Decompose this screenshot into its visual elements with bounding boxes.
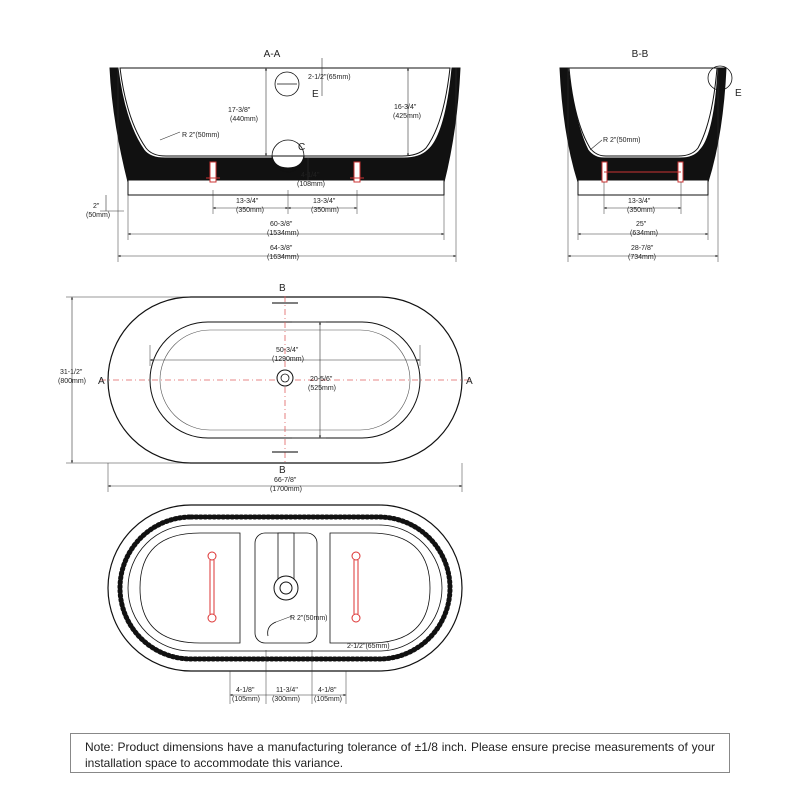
section-b-top-label: B (279, 283, 286, 294)
top-view: B B A A 50-3/4" (1290mm) 20-5/6" (525mm)… (58, 283, 473, 493)
dim-drain-height-mm: (108mm) (297, 181, 325, 188)
detail-e-label-b-b: E (735, 88, 742, 99)
section-b-b-title: B-B (632, 49, 649, 60)
dim-legs-b-b-in: 13-3/4" (628, 198, 651, 205)
dim-inner-width-mm: (525mm) (308, 385, 336, 392)
dim-base-b-b-in: 25" (636, 221, 647, 228)
leg-right-bottom (351, 551, 361, 623)
detail-c-label: C (298, 142, 305, 153)
beaded-rim (117, 514, 453, 662)
drain-bowl-a-a (271, 155, 305, 169)
dim-length-top-in: 66-7/8" (274, 477, 297, 484)
tolerance-note: Note: Product dimensions have a manufact… (70, 733, 730, 773)
dim-inner-width-in: 20-5/6" (310, 376, 333, 383)
dim-width-b-b-in: 28-7/8" (631, 245, 654, 252)
left-pocket (139, 532, 241, 644)
base-block-b-b (577, 179, 709, 196)
dim-left-bottom-mm: (105mm) (232, 696, 260, 703)
dim-base-b-b-mm: (634mm) (630, 230, 658, 237)
dim-outer-length-mm: (1634mm) (267, 254, 299, 261)
dim-outer-depth-in: 16-3/4" (394, 104, 417, 111)
dim-drain-height-in: 4-1/4" (301, 172, 320, 179)
dim-right-bottom-in: 4-1/8" (318, 687, 337, 694)
leg-left-bottom (207, 551, 217, 623)
dim-rim-offset: 2-1/2"(65mm) (308, 74, 351, 81)
dim-inner-length-in: 60-3/8" (270, 221, 293, 228)
dim-leg-left-in: 13-3/4" (236, 198, 259, 205)
dim-length-top-mm: (1700mm) (270, 486, 302, 493)
right-pocket (329, 532, 431, 644)
leg-left-a-a (206, 161, 220, 183)
dim-inner-depth-in: 17-3/8" (228, 107, 251, 114)
dim-mid-bottom-in: 11-3/4" (276, 687, 298, 694)
dim-inner-length-mm: (1534mm) (267, 230, 299, 237)
dim-leg-left-mm: (350mm) (236, 207, 264, 214)
dim-outer-length-in: 64-3/8" (270, 245, 293, 252)
section-a-a-title: A-A (264, 49, 281, 60)
dim-legs-b-b-mm: (350mm) (627, 207, 655, 214)
dim-inner-depth-mm: (440mm) (230, 116, 258, 123)
dim-leg-right-mm: (350mm) (311, 207, 339, 214)
dim-radius-a-a: R 2"(50mm) (182, 132, 220, 139)
section-b-b-view: B-B E R 2"(50mm) 13-3/4" (350mm) 25" (63… (559, 49, 742, 262)
dim-left-bottom-in: 4-1/8" (236, 687, 255, 694)
dim-inner-length-top-mm: (1290mm) (272, 356, 304, 363)
dim-leg-right-in: 13-3/4" (313, 198, 336, 205)
detail-e-circle (707, 65, 733, 91)
dim-radius-bottom: R 2"(50mm) (290, 615, 328, 622)
dim-width-b-b-mm: (734mm) (628, 254, 656, 261)
dim-base-height-in: 2" (93, 203, 100, 210)
section-a-a-view: A-A 2-1/2"(65mm) E 17-3/8" (440mm) 16 (86, 49, 461, 262)
base-block-a-a (127, 179, 445, 196)
dim-rim-bottom: 2-1/2"(65mm) (347, 643, 390, 650)
dim-height-top-in: 31-1/2" (60, 369, 83, 376)
dim-radius-b-b: R 2"(50mm) (603, 137, 641, 144)
dim-outer-depth-mm: (425mm) (393, 113, 421, 120)
leg-right-a-a (350, 161, 364, 183)
section-b-bottom-label: B (279, 465, 286, 476)
detail-c-circle (271, 139, 305, 173)
drain-bottom (273, 575, 299, 601)
dim-height-top-mm: (800mm) (58, 378, 86, 385)
section-a-left-label: A (98, 376, 105, 387)
section-a-right-label: A (466, 376, 473, 387)
dim-right-bottom-mm: (105mm) (314, 696, 342, 703)
bottom-view: R 2"(50mm) 2-1/2"(65mm) 4-1/8" (105mm) 1… (107, 504, 463, 704)
dim-inner-length-top-in: 50-3/4" (276, 347, 299, 354)
drain-top (276, 369, 294, 387)
dim-mid-bottom-mm: (300mm) (272, 696, 300, 703)
dim-base-height-mm: (50mm) (86, 212, 110, 219)
detail-e-label-a-a: E (312, 89, 319, 100)
